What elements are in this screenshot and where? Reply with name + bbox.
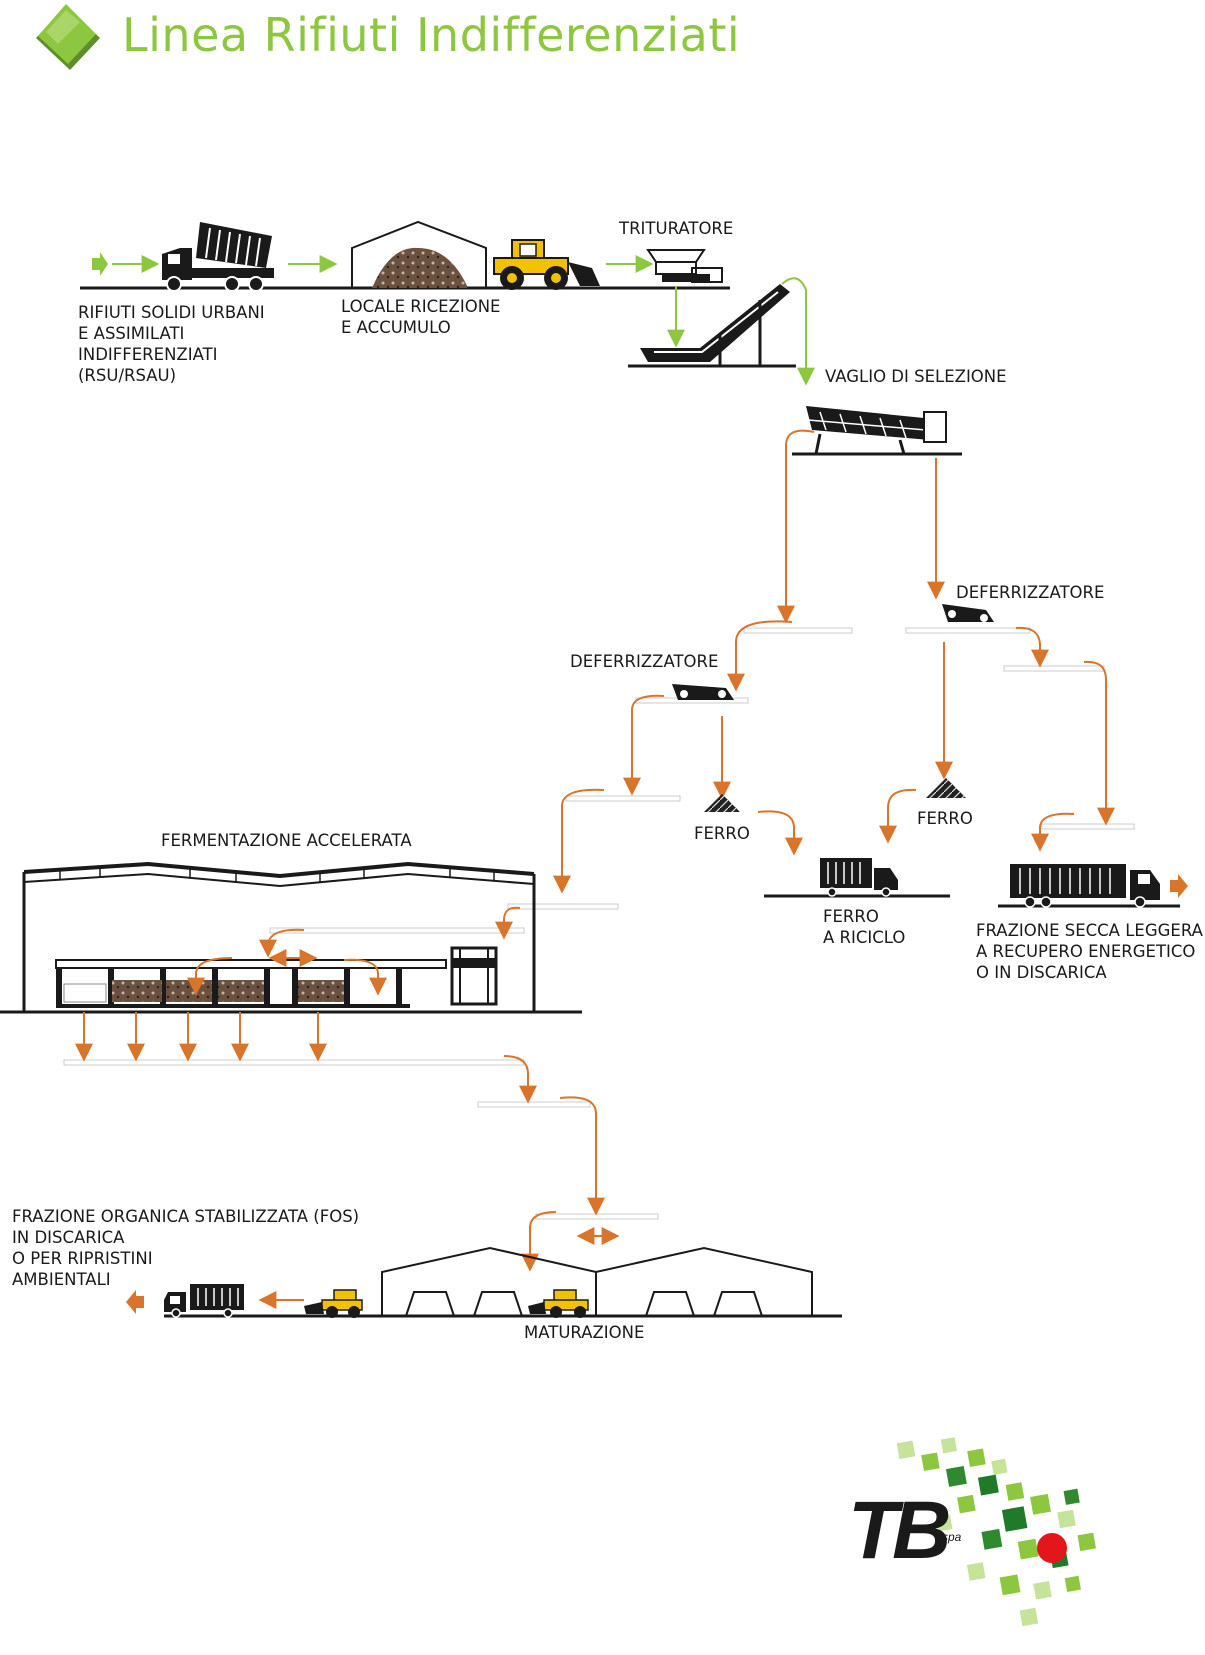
dump-truck-icon [162,222,274,292]
wheel-loader-icon [304,1289,363,1318]
flow-arrow-orange [1083,660,1115,826]
output-arrow-icon [1170,874,1188,898]
flow-arrow-orange [75,1012,327,1062]
flow-arrow-orange [259,928,305,958]
truck-icon [764,858,950,898]
magnetic-separator-icon [942,604,994,622]
shredder-icon [646,249,723,283]
receiving-building-icon [351,220,487,288]
flow-arrow-green [781,277,815,386]
label-fermentazione: FERMENTAZIONE ACCELERATA [161,831,412,850]
screening-drum-icon [792,406,962,456]
flow-arrow-orange [757,810,803,856]
logo-red-dot [1037,1533,1067,1563]
wheel-loader-icon [493,239,600,290]
flow-arrow-orange [623,694,665,796]
iron-pile-icon [704,794,740,812]
output-arrow-icon [126,1290,144,1314]
flow-arrow-orange [1031,812,1075,852]
input-arrow-icon [92,252,108,276]
belt-conveyor [63,627,1135,1220]
label-trituratore: TRITURATORE [619,219,734,238]
label-deferrizzatore-left: DEFERRIZZATORE [570,652,719,671]
label-ferro-left: FERRO [694,824,750,843]
flow-arrow-orange [503,1055,537,1104]
flow-arrow-orange [495,906,521,940]
label-maturazione: MATURAZIONE [524,1323,645,1342]
conveyor-icon [628,284,796,368]
flow-arrow-orange [343,958,387,996]
fermentation-building-icon [0,861,582,1014]
label-fos: FRAZIONE ORGANICA STABILIZZATA (FOS)IN D… [12,1207,360,1289]
flow-arrow-orange [879,788,917,844]
page-title: Linea Rifiuti Indifferenziati [122,8,741,62]
label-deferrizzatore-right: DEFERRIZZATORE [956,583,1105,602]
flow-arrow-orange [559,1096,605,1216]
iron-pile-icon [926,778,966,798]
magnetic-separator-icon [672,684,734,700]
flow-arrow-orange [727,620,793,692]
logo-text: TB [848,1485,951,1576]
brand-diamond-icon [36,4,100,70]
maturation-building-icon [164,1246,842,1318]
label-ferro-right: FERRO [917,809,973,828]
truck-icon [998,864,1180,908]
flow-arrow-orange [777,429,815,624]
flow-arrow-orange [553,788,605,894]
logo-subtext: spa [942,1530,962,1544]
flow-arrow-orange [1015,626,1049,668]
wheel-loader-icon [528,1289,589,1318]
truck-icon [164,1284,244,1318]
flow-arrow-orange [187,957,233,996]
flow-arrow-orange [521,1211,557,1272]
label-vaglio: VAGLIO DI SELEZIONE [825,367,1007,386]
